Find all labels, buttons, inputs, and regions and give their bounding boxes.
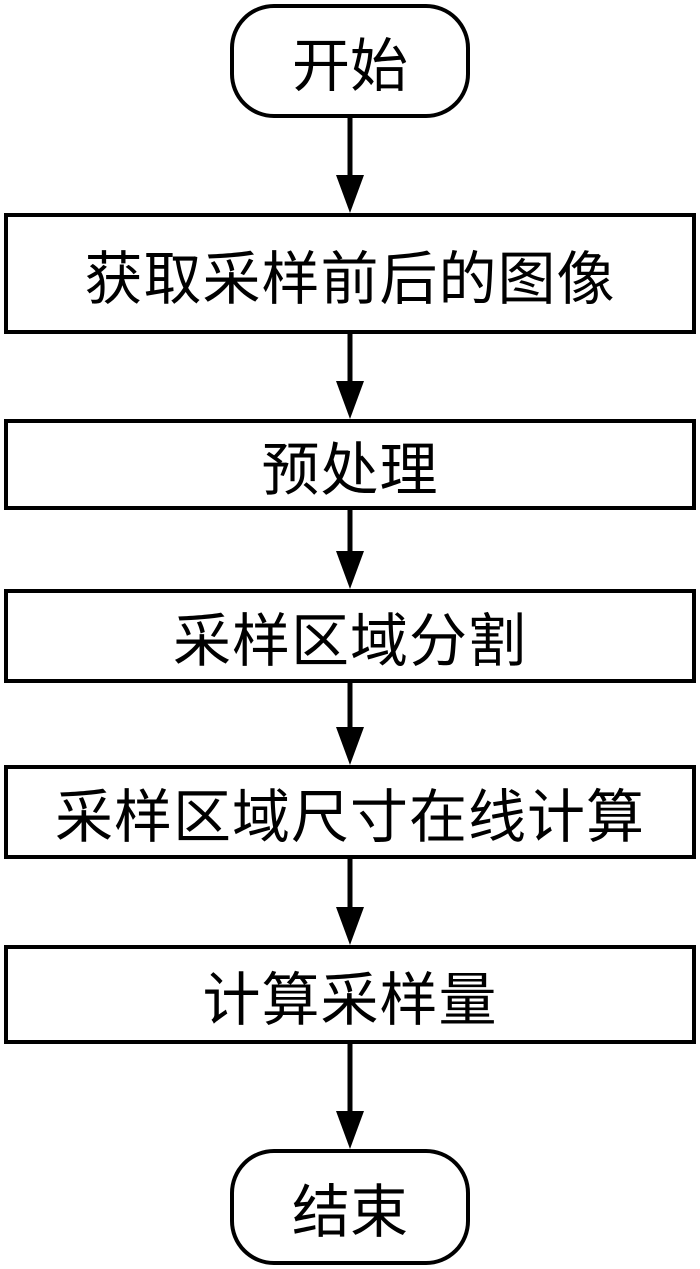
arrowhead-start-to-step1 [336,175,364,213]
step-region-size-online-calculation: 采样区域尺寸在线计算 [4,765,696,859]
step-acquire-images: 获取采样前后的图像 [4,213,696,334]
arrowhead-step1-to-step2 [336,381,364,419]
arrowhead-step2-to-step3 [336,551,364,589]
step-compute-sampling-amount: 计算采样量 [4,945,696,1044]
step-region-segmentation: 采样区域分割 [4,589,696,683]
step-preprocess: 预处理 [4,419,696,510]
arrowhead-step3-to-step4 [336,727,364,765]
end-terminal: 结束 [230,1149,470,1265]
arrowhead-step5-to-end [336,1111,364,1149]
arrowhead-step4-to-step5 [336,907,364,945]
start-terminal: 开始 [230,4,470,118]
